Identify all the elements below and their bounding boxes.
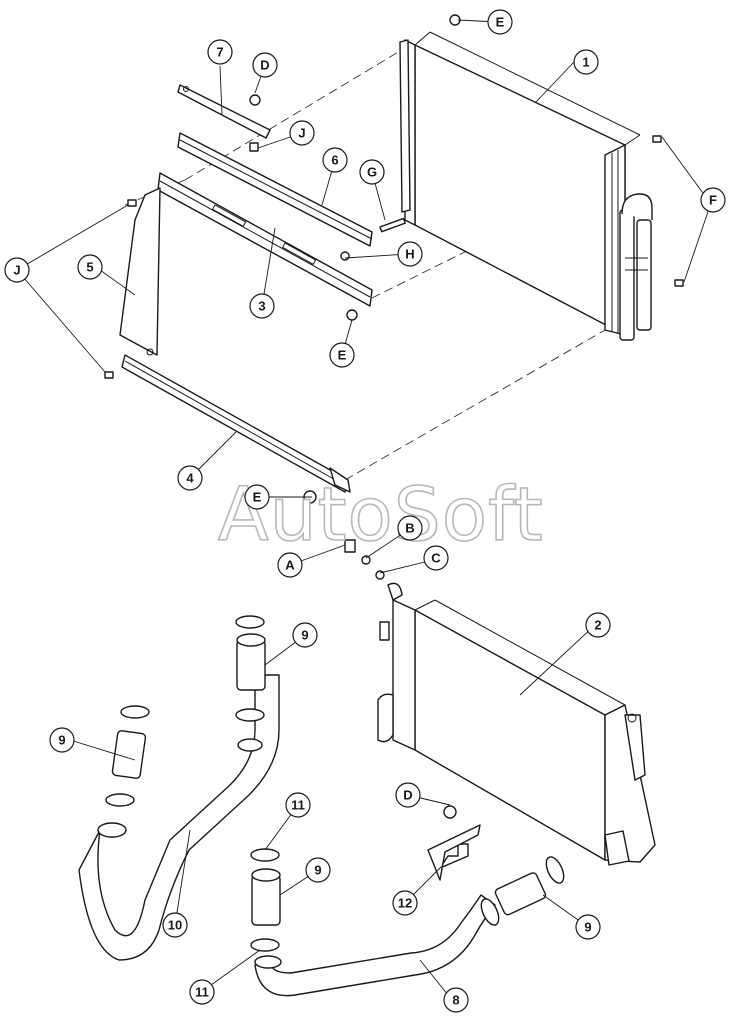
fasteners <box>104 94 481 881</box>
charge-air-tube-10 <box>78 674 280 961</box>
callout-2: 2 <box>585 612 611 638</box>
upper-bracket <box>177 84 271 139</box>
callout-F: F <box>700 187 726 213</box>
callout-label: 1 <box>582 55 589 70</box>
callout-label: 9 <box>584 920 591 935</box>
callout-label: 8 <box>452 993 459 1008</box>
watermark-text: AutoSoft <box>218 472 544 558</box>
callout-3: 3 <box>249 293 275 319</box>
callout-label: 4 <box>186 471 194 486</box>
callout-label: 9 <box>314 863 321 878</box>
callout-label: E <box>496 15 505 30</box>
callout-label: C <box>431 551 441 566</box>
callout-11-lower: 11 <box>189 979 215 1005</box>
callout-5: 5 <box>77 254 103 280</box>
callout-9-middle: 9 <box>305 857 331 883</box>
callout-11-upper: 11 <box>285 792 311 818</box>
callout-label: G <box>367 165 377 180</box>
callout-label: D <box>260 58 269 73</box>
callout-E-middle: E <box>329 342 355 368</box>
callout-A: A <box>277 552 303 578</box>
callout-12: 12 <box>392 890 418 916</box>
callout-label: 6 <box>331 153 338 168</box>
callout-label: 12 <box>398 896 412 911</box>
callout-label: 10 <box>168 918 182 933</box>
side-panel <box>119 187 161 356</box>
callout-B: B <box>397 515 423 541</box>
callout-1: 1 <box>573 49 599 75</box>
callout-E-lower: E <box>244 484 270 510</box>
callout-J-left: J <box>4 257 30 283</box>
callout-E-top: E <box>487 9 513 35</box>
callout-J-upper: J <box>289 120 315 146</box>
callout-10: 10 <box>162 912 188 938</box>
callout-label: 3 <box>258 299 265 314</box>
callout-label: J <box>298 126 305 141</box>
callout-label: D <box>403 788 412 803</box>
callout-label: F <box>709 193 717 208</box>
callout-label: H <box>405 247 414 262</box>
lower-shroud-bar <box>121 354 351 493</box>
callout-G: G <box>359 159 385 185</box>
callout-label: B <box>405 521 414 536</box>
callout-label: J <box>13 263 20 278</box>
callout-9-left: 9 <box>49 727 75 753</box>
intercooler <box>377 582 656 866</box>
callout-label: E <box>338 348 347 363</box>
callout-label: 2 <box>594 618 601 633</box>
callout-label: A <box>285 558 295 573</box>
callout-9-right: 9 <box>575 914 601 940</box>
callout-label: 11 <box>291 798 305 813</box>
callout-8: 8 <box>443 987 469 1013</box>
callout-D-lower: D <box>395 782 421 808</box>
callout-C: C <box>423 545 449 571</box>
callout-label: 9 <box>58 733 65 748</box>
callout-label: E <box>253 490 262 505</box>
callout-H: H <box>397 241 423 267</box>
callout-9-upper: 9 <box>292 622 318 648</box>
upper-shroud-bar <box>157 172 373 307</box>
charge-air-tube-8 <box>254 894 496 997</box>
callout-label: 5 <box>86 260 93 275</box>
callout-4: 4 <box>177 465 203 491</box>
callout-6: 6 <box>322 147 348 173</box>
callout-D-upper: D <box>252 52 278 78</box>
hoses-clamps <box>105 615 565 952</box>
callout-label: 11 <box>195 985 209 1000</box>
callout-label: 9 <box>301 628 308 643</box>
channel-seal <box>177 132 373 247</box>
callout-label: 7 <box>216 45 223 60</box>
radiator-condenser <box>399 14 684 341</box>
callout-7: 7 <box>207 39 233 65</box>
